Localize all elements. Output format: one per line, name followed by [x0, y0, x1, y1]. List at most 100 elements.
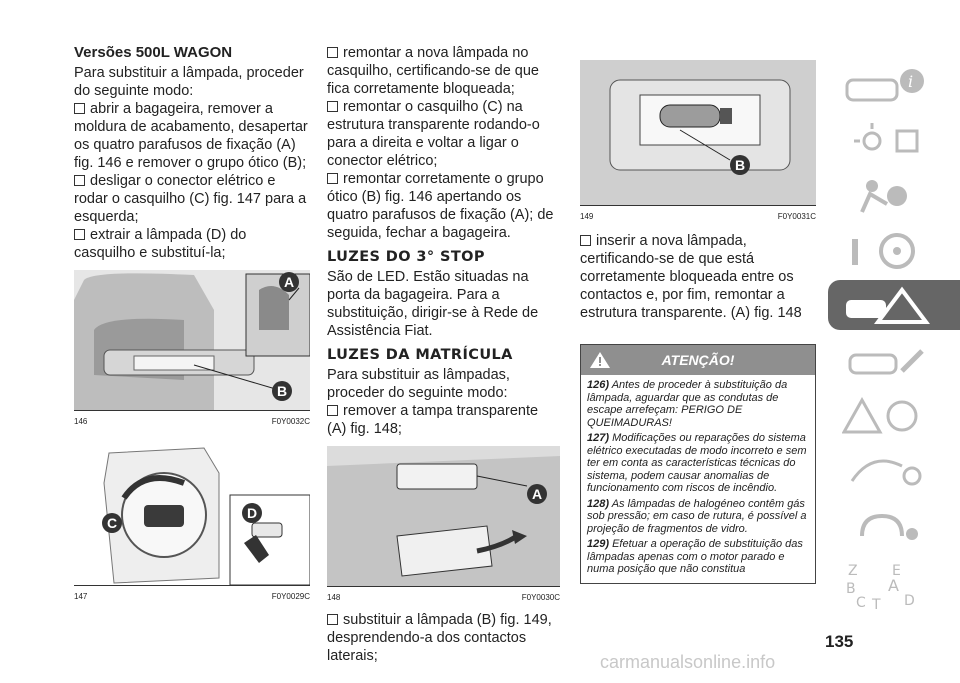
warning-text: Antes de proceder à substituição da lâmp…: [587, 379, 788, 429]
section-heading: Versões 500L WAGON: [74, 44, 233, 61]
tab-multimedia[interactable]: [828, 500, 960, 550]
technical-data-icon: [850, 459, 922, 486]
tab-road[interactable]: [828, 390, 960, 440]
bullet-item: desligar o conector elétrico e rodar o c…: [74, 172, 310, 226]
warning-title: ATENÇÃO!: [661, 352, 735, 368]
warning-triangle-icon: [590, 352, 610, 368]
warning-number: 126): [587, 379, 610, 391]
bullet-item: remover a tampa transparente (A) fig. 14…: [327, 402, 560, 438]
intro-text: Para substituir a lâmpada, proceder do s…: [74, 65, 304, 99]
warning-number: 128): [587, 497, 610, 510]
tab-airbag[interactable]: [828, 170, 960, 220]
bullet-item: abrir a bagageira, remover a moldura de …: [74, 100, 310, 172]
checkbox-icon: [327, 173, 338, 184]
section-heading: LUZES DO 3° STOP: [327, 249, 485, 265]
plate-intro: Para substituir as lâmpadas, proceder do…: [327, 367, 510, 401]
warning-car-icon: [846, 286, 930, 324]
car-info-icon: i: [845, 69, 924, 102]
tab-emergency[interactable]: [828, 280, 960, 330]
figure-caption: 147 F0Y0029C: [74, 585, 310, 606]
index-letter: T: [871, 597, 881, 611]
license-light-illustration: [327, 446, 560, 586]
tab-car-info[interactable]: i: [828, 60, 960, 110]
bulb-socket-illustration: [74, 443, 310, 585]
stop-text: São de LED. Estão situadas na porta da b…: [327, 269, 539, 339]
tab-steering[interactable]: [828, 225, 960, 275]
callout-label: B: [272, 381, 292, 401]
callout-label: B: [730, 155, 750, 175]
bullet-text: inserir a nova lâmpada, certificando-se …: [580, 233, 802, 321]
bullet-item: remontar o casquilho (C) na estrutura tr…: [327, 98, 560, 170]
warning-item: 129) Efetuar a operação de substituição …: [587, 538, 809, 576]
figure-code: F0Y0031C: [777, 212, 816, 221]
figure-code: F0Y0029C: [271, 592, 310, 601]
warning-number: 127): [587, 432, 610, 444]
service-icon: [848, 349, 924, 375]
road-sign-icon: [842, 396, 918, 434]
checkbox-icon: [74, 229, 85, 240]
figure-caption: 149 F0Y0031C: [580, 205, 816, 226]
callout-label: A: [527, 484, 547, 504]
warning-item: 126) Antes de proceder à substituição da…: [587, 379, 809, 429]
checkbox-icon: [327, 405, 338, 416]
figure-149: B 149 F0Y0031C: [580, 60, 816, 226]
warning-header: ATENÇÃO!: [581, 345, 815, 375]
checkbox-icon: [327, 614, 338, 625]
index-letter: D: [904, 593, 915, 609]
warning-text: As lâmpadas de halogéneo contêm gás sob …: [587, 497, 807, 535]
section-heading: LUZES DA MATRÍCULA: [327, 347, 513, 363]
bullet-text: abrir a bagageira, remover a moldura de …: [74, 101, 308, 171]
multimedia-icon: [860, 513, 918, 540]
bullet-text: remontar corretamente o grupo ótico (B) …: [327, 171, 554, 241]
chapter-tabs: i Z E B A C T D: [828, 60, 960, 616]
bullet-item: remontar corretamente o grupo ótico (B) …: [327, 170, 560, 242]
index-icon: Z E B A C T D: [846, 563, 915, 611]
index-letter: A: [888, 576, 899, 595]
bullet-text: substituir a lâmpada (B) fig. 149, despr…: [327, 612, 552, 664]
bullet-text: desligar o conector elétrico e rodar o c…: [74, 173, 307, 225]
watermark: carmanualsonline.info: [600, 652, 776, 672]
checkbox-icon: [580, 235, 591, 246]
figure-number: 146: [74, 417, 88, 426]
figure-caption: 146 F0Y0032C: [74, 410, 310, 431]
callout-label: C: [102, 513, 122, 533]
bullet-text: remontar a nova lâmpada no casquilho, ce…: [327, 45, 539, 97]
page-number: 135: [825, 632, 854, 651]
index-letter: Z: [848, 563, 858, 579]
index-letter: B: [846, 581, 856, 597]
warning-item: 127) Modificações ou reparações do siste…: [587, 432, 809, 495]
tail-light-illustration: [74, 270, 310, 410]
callout-label: A: [279, 272, 299, 292]
tab-index[interactable]: Z E B A C T D: [828, 555, 960, 611]
figure-number: 149: [580, 212, 594, 221]
warning-item: 128) As lâmpadas de halogéneo contêm gás…: [587, 498, 809, 536]
figure-number: 148: [327, 593, 341, 602]
checkbox-icon: [327, 101, 338, 112]
bullet-item: remontar a nova lâmpada no casquilho, ce…: [327, 44, 560, 98]
checkbox-icon: [74, 103, 85, 114]
figure-caption: 148 F0Y0030C: [327, 586, 560, 607]
tab-technical-data[interactable]: [828, 445, 960, 495]
warning-text: Modificações ou reparações do sistema el…: [587, 432, 807, 494]
tab-service[interactable]: [828, 335, 960, 385]
svg-text:i: i: [908, 72, 913, 91]
figure-number: 147: [74, 592, 88, 601]
index-letter: E: [892, 563, 901, 579]
lights-icon: [854, 123, 919, 153]
bullet-text: extrair a lâmpada (D) do casquilho e sub…: [74, 227, 247, 261]
bulb-removal-illustration: [580, 60, 816, 205]
warning-number: 129): [587, 538, 610, 550]
tab-lights[interactable]: [828, 115, 960, 165]
steering-wheel-icon: [852, 233, 915, 269]
figure-146: A B 146 F0Y0032C: [74, 270, 310, 431]
warning-body: 126) Antes de proceder à substituição da…: [581, 375, 815, 583]
bullet-item: substituir a lâmpada (B) fig. 149, despr…: [327, 611, 560, 665]
checkbox-icon: [74, 175, 85, 186]
bullet-text: remontar o casquilho (C) na estrutura tr…: [327, 99, 540, 169]
column-3: B 149 F0Y0031C inserir a nova lâmpada, c…: [580, 60, 816, 584]
warning-text: Efetuar a operação de substituição das l…: [587, 538, 803, 575]
bullet-item: inserir a nova lâmpada, certificando-se …: [580, 232, 816, 322]
figure-147: C D 147 F0Y0029C: [74, 443, 310, 606]
warning-box: ATENÇÃO! 126) Antes de proceder à substi…: [580, 344, 816, 584]
figure-code: F0Y0030C: [521, 593, 560, 602]
